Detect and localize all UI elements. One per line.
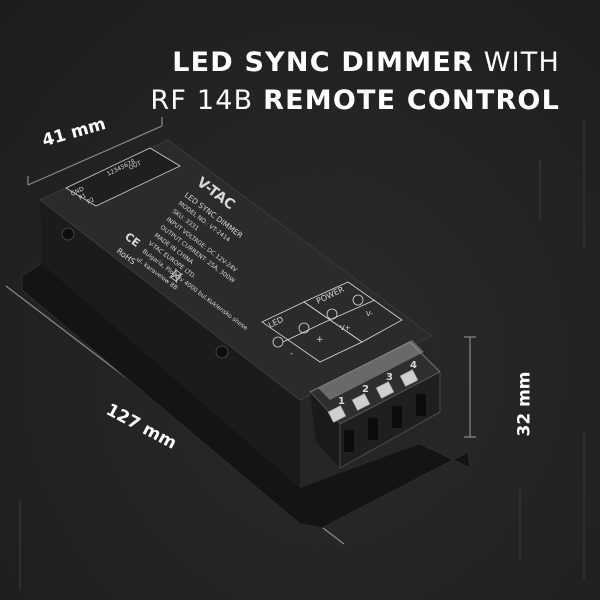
terminal-screw-icon bbox=[298, 322, 310, 334]
terminal-screw-icon bbox=[326, 308, 338, 320]
svg-text:P2: P2 bbox=[86, 196, 96, 206]
screw-icon bbox=[215, 345, 229, 359]
side-label-panel bbox=[65, 147, 181, 207]
terminal-screw-icon bbox=[272, 336, 284, 348]
svg-text:-: - bbox=[290, 349, 293, 359]
terminal-screw-icon bbox=[352, 294, 364, 306]
svg-text:V+: V+ bbox=[340, 324, 351, 332]
screw-icon bbox=[61, 227, 75, 241]
title-line-1: LED SYNC DIMMER WITH bbox=[172, 47, 560, 78]
svg-text:3: 3 bbox=[386, 372, 393, 383]
page-title: LED SYNC DIMMER WITH RF 14B REMOTE CONTR… bbox=[150, 44, 560, 120]
svg-text:1: 1 bbox=[338, 396, 345, 407]
terminal-block: 1 2 3 4 bbox=[309, 340, 441, 469]
weee-bin-icon bbox=[169, 268, 184, 283]
background-guides bbox=[19, 120, 585, 590]
svg-text:4: 4 bbox=[410, 360, 417, 371]
svg-text:V-: V- bbox=[366, 310, 373, 318]
height-dimension-label: 32 mm bbox=[514, 371, 535, 437]
svg-text:2: 2 bbox=[362, 384, 369, 395]
title-line-2: RF 14B REMOTE CONTROL bbox=[150, 85, 560, 116]
box-front-face bbox=[40, 200, 300, 488]
svg-text:P1: P1 bbox=[78, 192, 88, 202]
svg-text:+: + bbox=[316, 335, 324, 345]
